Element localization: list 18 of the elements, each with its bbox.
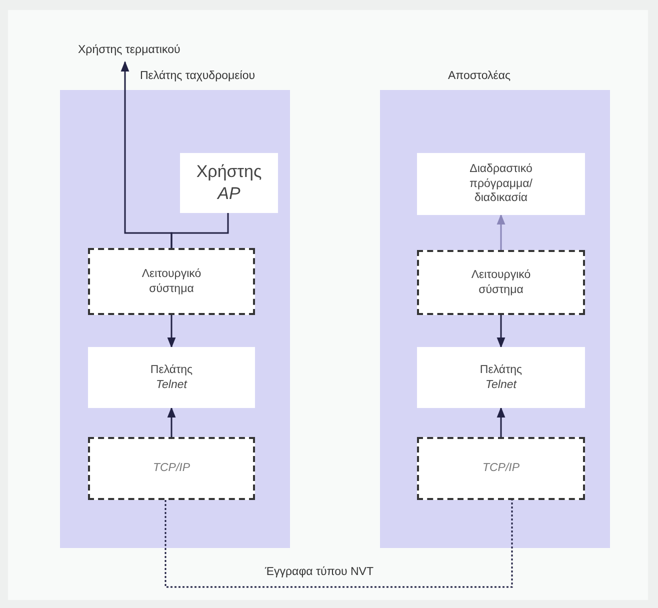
- process-box: Λειτουργικό σύστημα: [417, 250, 585, 315]
- arrow: [496, 315, 506, 348]
- process-box: TCP/IP: [417, 437, 585, 500]
- process-box: Πελάτης Telnet: [88, 347, 255, 408]
- process-box: Λειτουργικό σύστημα: [88, 248, 255, 315]
- process-box: Διαδραστικό πρόγραμμα/ διαδικασία: [417, 153, 585, 215]
- arrow: [167, 315, 176, 348]
- arrow: [167, 406, 176, 437]
- user-label: Χρήστης τερματικού: [78, 44, 180, 56]
- edge-label: Έγγραφα τύπου NVT: [262, 566, 376, 578]
- process-box: Χρήστης AP: [180, 153, 278, 213]
- panel-heading: Πελάτης ταχυδρομείου: [140, 70, 256, 82]
- arrow: [496, 406, 506, 437]
- process-box: TCP/IP: [88, 437, 255, 500]
- panel-heading: Αποστολέας: [448, 70, 511, 82]
- arrow: [496, 214, 506, 250]
- connector-line: [164, 500, 513, 588]
- process-box: Πελάτης Telnet: [417, 347, 585, 408]
